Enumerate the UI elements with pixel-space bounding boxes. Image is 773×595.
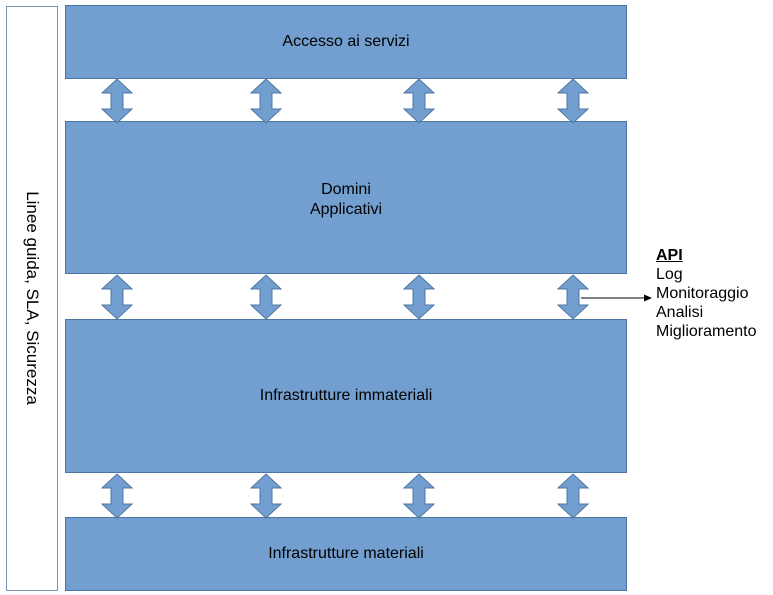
double-arrow-icon [403,473,435,519]
layer-service-access-label: Accesso ai servizi [282,33,410,50]
layer-intangible-infrastructure-label: Infrastrutture immateriali [259,387,433,404]
layer-application-domains: Domini Applicativi [65,121,627,274]
guidelines-label: Linee guida, SLA, Sicurezza [23,191,42,405]
layer-physical-infrastructure-label: Infrastrutture materiali [268,545,424,562]
double-arrow-icon [557,274,589,320]
guidelines-panel [6,6,58,591]
layer-physical-infrastructure: Infrastrutture materiali [65,517,627,591]
double-arrow-icon [403,78,435,124]
layer-application-domains-label: Domini Applicativi [309,181,383,218]
layer-service-access: Accesso ai servizi [65,5,627,79]
api-item-monitoring: Monitoraggio [656,285,749,302]
layer-intangible-infrastructure: Infrastrutture immateriali [65,319,627,473]
api-item-analysis: Analisi [656,304,704,321]
api-item-improvement: Miglioramento [656,323,757,340]
api-title: API [656,247,683,264]
double-arrow-icon [557,473,589,519]
double-arrow-icon [403,274,435,320]
api-list: API Log Monitoraggio Analisi Miglioramen… [656,246,756,341]
double-arrow-icon [101,473,133,519]
api-item-log: Log [656,266,683,283]
double-arrow-icon [250,473,282,519]
double-arrow-icon [557,78,589,124]
double-arrow-icon [101,78,133,124]
double-arrow-icon [101,274,133,320]
double-arrow-icon [250,78,282,124]
double-arrow-icon [250,274,282,320]
